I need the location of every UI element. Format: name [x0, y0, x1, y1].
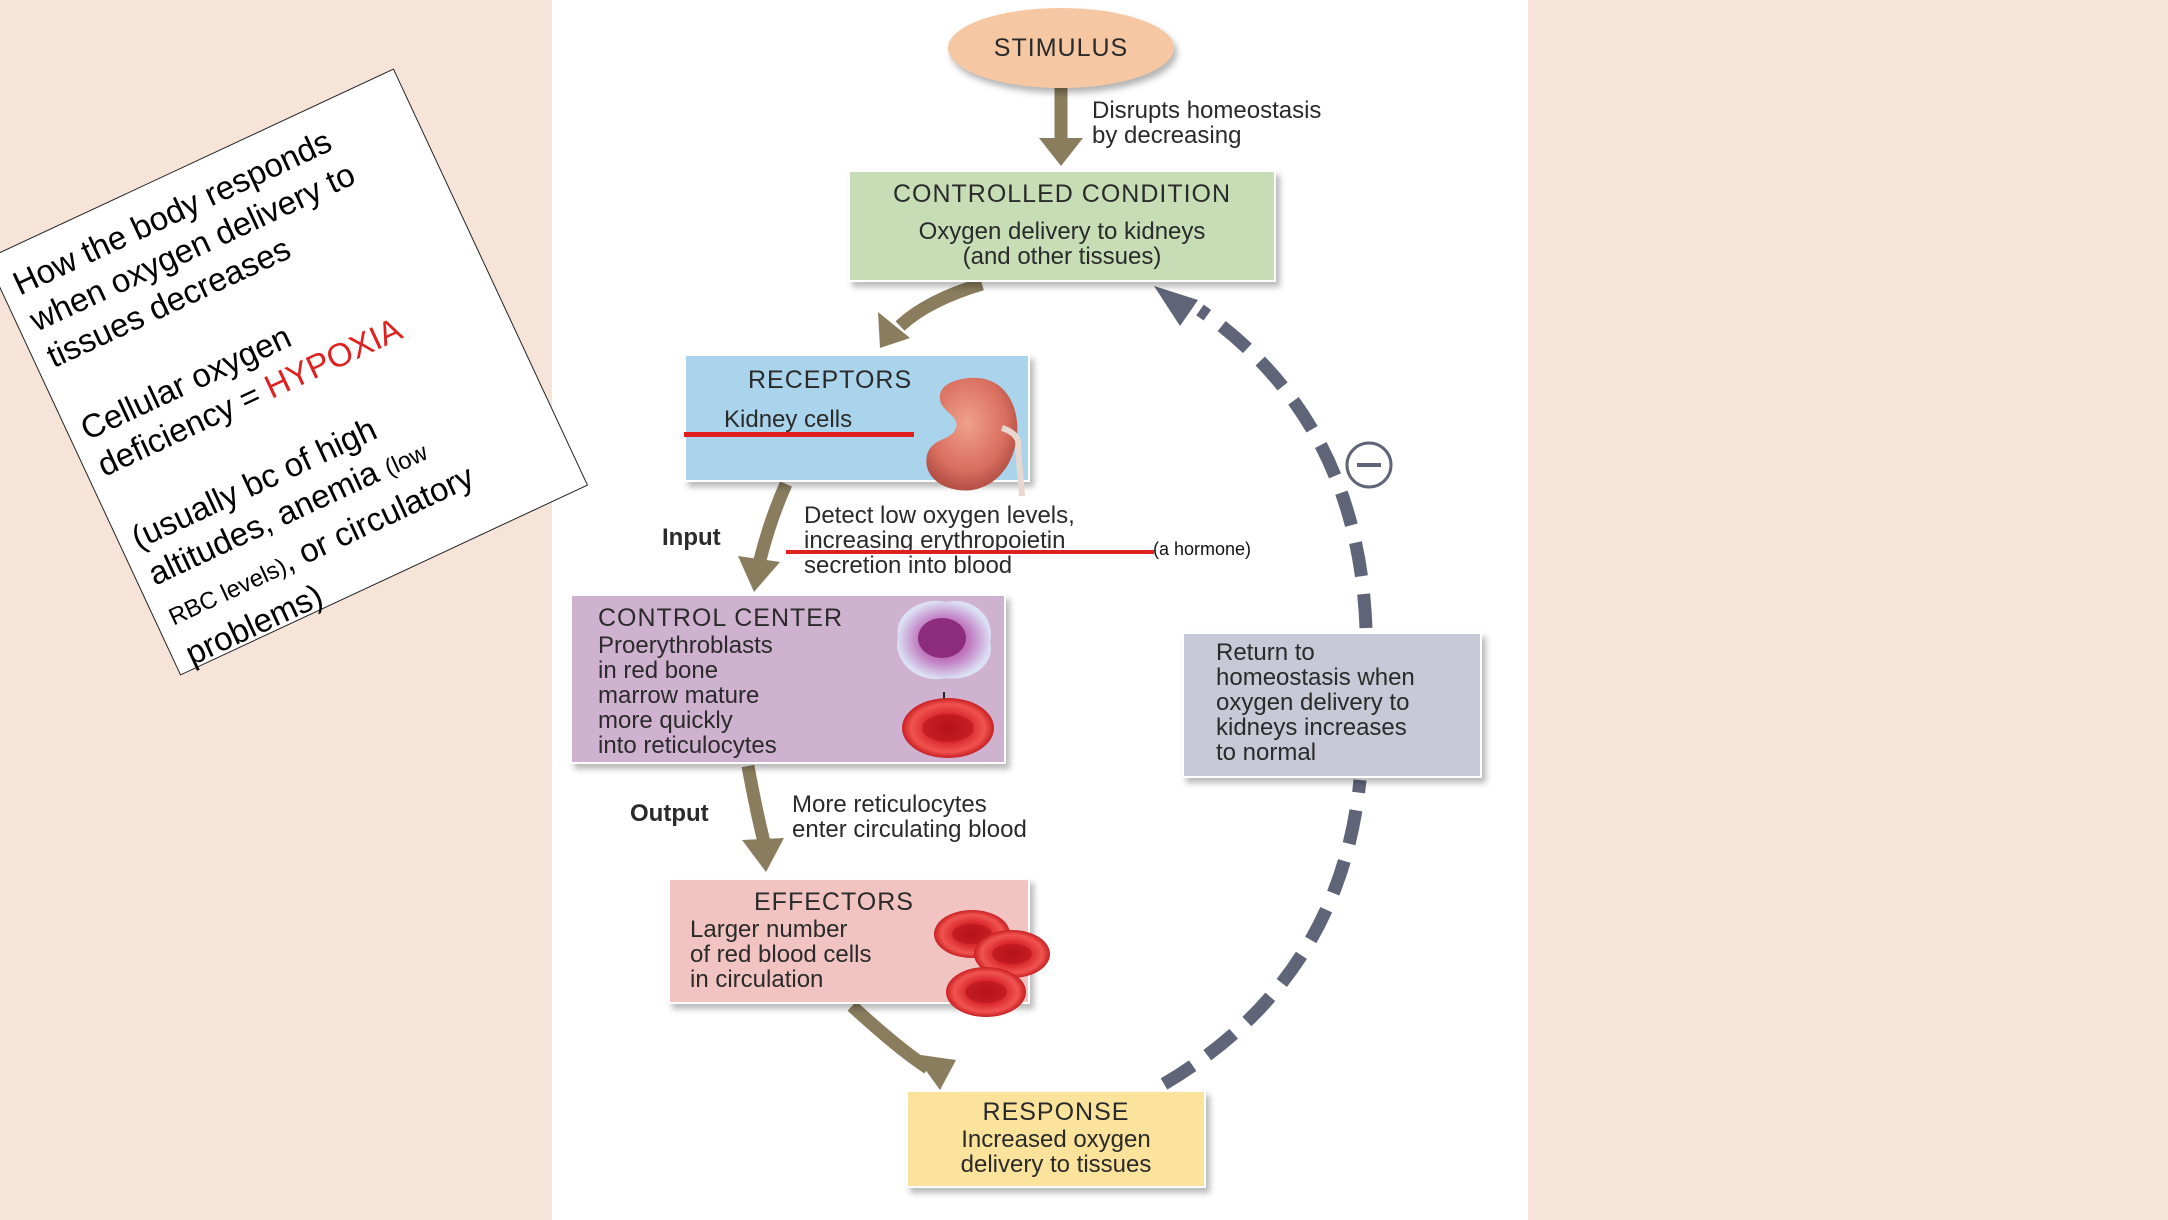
return-line-4: kidneys increases	[1216, 714, 1407, 741]
receptors-red-underline	[684, 432, 914, 437]
more-reticulocytes-caption: More reticulocytes enter circulating blo…	[792, 792, 1027, 842]
effectors-title: EFFECTORS	[754, 888, 914, 916]
control-center-line-1: Proerythroblasts	[598, 632, 773, 659]
disrupts-caption: Disrupts homeostasis by decreasing	[1092, 98, 1321, 148]
response-title: RESPONSE	[982, 1098, 1130, 1126]
erythropoietin-red-underline	[786, 550, 1154, 554]
control-center-title: CONTROL CENTER	[598, 604, 844, 632]
output-label: Output	[630, 800, 709, 827]
controlled-condition-box: CONTROLLED CONDITION Oxygen delivery to …	[848, 170, 1276, 282]
return-homeostasis-box: Return to homeostasis when oxygen delive…	[1182, 632, 1482, 778]
receptors-title: RECEPTORS	[748, 366, 913, 394]
red-blood-cells-icon	[934, 910, 1050, 1017]
stimulus-label: STIMULUS	[993, 33, 1129, 62]
input-label: Input	[662, 524, 721, 551]
return-line-2: homeostasis when	[1216, 664, 1415, 691]
more-retic-line-1: More reticulocytes	[792, 791, 987, 818]
stimulus-arrow	[1039, 88, 1083, 166]
disrupts-line-2: by decreasing	[1092, 122, 1242, 149]
input-arrow	[738, 481, 792, 592]
controlled-condition-title: CONTROLLED CONDITION	[892, 180, 1232, 208]
control-center-line-2: in red bone	[598, 657, 719, 684]
control-center-line-4: more quickly	[598, 707, 733, 734]
detect-line-3: secretion into blood	[804, 552, 1013, 579]
response-line-1: Increased oxygen	[961, 1126, 1151, 1153]
detect-line-1: Detect low oxygen levels,	[804, 502, 1075, 529]
receptors-box: RECEPTORS Kidney cells	[684, 354, 1030, 482]
controlled-condition-line-2: (and other tissues)	[962, 243, 1162, 270]
reticulocyte-icon	[902, 698, 994, 758]
response-line-2: delivery to tissues	[960, 1151, 1152, 1178]
control-center-box: CONTROL CENTER Proerythroblasts in red b…	[570, 594, 1006, 764]
return-line-5: to normal	[1216, 739, 1317, 766]
controlled-condition-line-1: Oxygen delivery to kidneys	[918, 218, 1206, 245]
control-center-line-3: marrow mature	[598, 682, 760, 709]
detect-caption: Detect low oxygen levels, increasing ery…	[804, 503, 1075, 578]
hormone-note: (a hormone)	[1153, 539, 1252, 559]
control-center-line-5: into reticulocytes	[598, 732, 777, 759]
kidney-icon	[926, 377, 1025, 497]
disrupts-line-1: Disrupts homeostasis	[1092, 97, 1322, 124]
output-arrow	[741, 764, 784, 872]
return-line-3: oxygen delivery to	[1216, 689, 1410, 716]
more-retic-line-2: enter circulating blood	[792, 816, 1027, 843]
return-line-1: Return to	[1216, 639, 1315, 666]
effectors-to-response-arrow	[847, 1001, 956, 1090]
response-box: RESPONSE Increased oxygen delivery to ti…	[906, 1090, 1206, 1188]
effectors-line-2: of red blood cells	[690, 941, 872, 968]
receptors-text: Kidney cells	[724, 406, 853, 433]
effectors-line-3: in circulation	[690, 966, 824, 993]
effectors-line-1: Larger number	[690, 916, 848, 943]
negative-feedback-loop	[1154, 286, 1373, 1090]
detect-line-2: increasing erythropoietin	[804, 527, 1066, 554]
cc-to-receptors-arrow	[878, 277, 984, 348]
stimulus-ellipse: STIMULUS	[948, 8, 1174, 88]
minus-sign-icon	[1345, 441, 1393, 489]
